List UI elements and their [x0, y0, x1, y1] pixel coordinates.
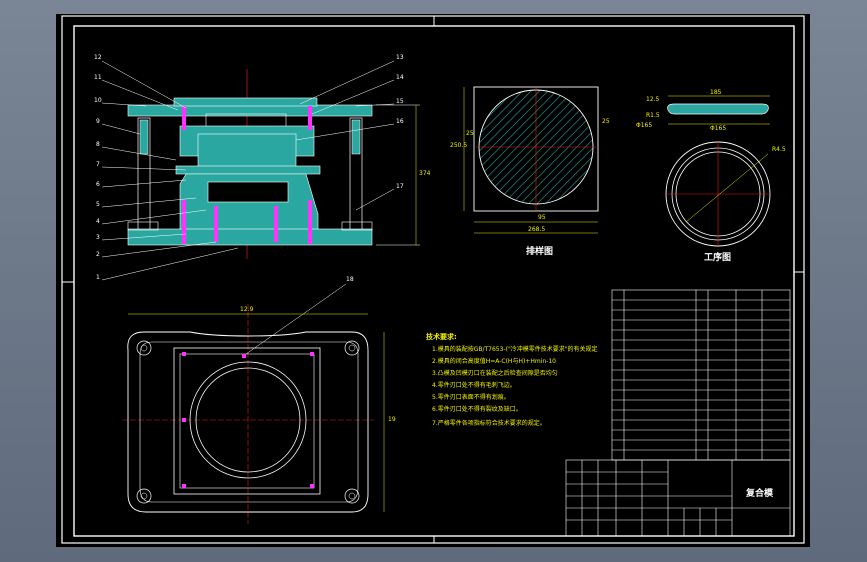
callout-7: 7	[96, 161, 100, 168]
layout-view-label: 排样图	[526, 247, 554, 257]
callout-14: 14	[396, 74, 404, 81]
layout-view	[463, 86, 599, 234]
dim-plan-width: 12.9	[240, 306, 254, 313]
note-item-6: 6.零件刃口处不得有裂纹及缺口。	[432, 406, 522, 413]
callout-2: 2	[96, 251, 100, 258]
cad-viewport[interactable]: 12 11 10 9 8 7 6 5 4 3 2 1 13 14 15 16 1…	[56, 14, 810, 547]
dim-process-width: 185	[710, 89, 722, 96]
note-item-2: 2.模具的闭合高度值H=A-C(H与H)+Hmin-10	[432, 358, 556, 365]
title-block-name: 复合模	[746, 489, 774, 499]
dim-layout-right: 25	[602, 118, 610, 125]
callout-15: 15	[396, 98, 404, 105]
callout-16: 16	[396, 118, 404, 125]
parts-list	[611, 289, 791, 461]
plan-view	[122, 283, 385, 524]
dim-process-left: R1.5	[646, 112, 660, 119]
callout-12: 12	[94, 54, 102, 61]
notes-title: 技术要求:	[426, 333, 457, 341]
dim-process-radius: R4.5	[772, 146, 786, 153]
callout-18: 18	[346, 276, 354, 283]
callout-13: 13	[396, 54, 404, 61]
dim-height-overall: 374	[419, 170, 431, 177]
sheet-outer-border	[61, 15, 805, 544]
dim-layout-side: 250.5	[450, 142, 468, 149]
dim-layout-bottom: 95	[538, 214, 546, 221]
section-view	[101, 60, 420, 281]
callout-10: 10	[94, 97, 102, 104]
note-item-4: 4.零件刃口处不得有毛刺飞边。	[432, 382, 516, 389]
note-item-3: 3.凸模及凹模刃口在装配之后检查间隙是否均匀	[432, 370, 558, 377]
process-view-label: 工序图	[704, 253, 732, 263]
callout-11: 11	[94, 74, 102, 81]
dim-process-depth: Φ165	[636, 122, 653, 129]
dim-layout-left: 25	[466, 130, 474, 137]
note-item-7: 7.严格零件各项指标符合技术要求的规定。	[432, 420, 546, 427]
note-item-5: 5.零件刃口表面不得有划痕。	[432, 394, 510, 401]
callout-8: 8	[96, 141, 100, 148]
process-view	[665, 95, 771, 247]
dim-process-dia: Φ165	[710, 125, 727, 132]
callout-3: 3	[96, 234, 100, 241]
callout-9: 9	[96, 118, 100, 125]
dim-plan-height: 19	[388, 416, 396, 423]
callout-1: 1	[96, 274, 100, 281]
callout-6: 6	[96, 181, 100, 188]
title-block	[565, 459, 791, 537]
callout-5: 5	[96, 201, 100, 208]
callout-4: 4	[96, 218, 100, 225]
assembly-drawing	[61, 15, 805, 544]
callout-17: 17	[396, 183, 404, 190]
dim-layout-width: 268.5	[528, 226, 546, 233]
dim-process-height: 12.5	[646, 96, 660, 103]
note-item-1: 1.模具的装配按GB/T7653-("冷冲模零件技术要求"的有关规定	[432, 346, 598, 353]
